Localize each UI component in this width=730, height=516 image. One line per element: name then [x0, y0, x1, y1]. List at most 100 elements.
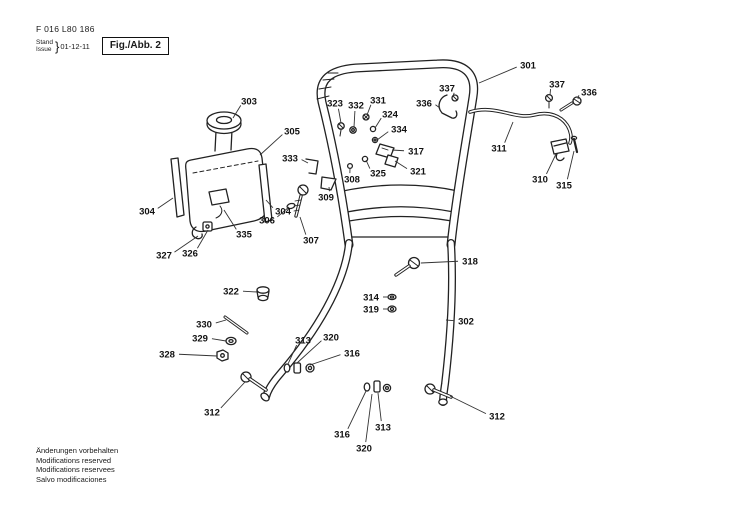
part-number-306: 306 — [259, 216, 275, 227]
leader-line-312 — [220, 381, 246, 409]
leader-line-321 — [394, 160, 408, 169]
leader-line-330 — [215, 319, 227, 324]
part-number-312: 312 — [489, 412, 505, 423]
leader-line-305 — [259, 134, 283, 156]
part-number-326: 326 — [182, 249, 198, 260]
part-number-325: 325 — [370, 169, 387, 180]
fastener-set-right — [363, 380, 392, 393]
leader-line-336 — [577, 95, 580, 100]
part-number-336: 336 — [581, 88, 597, 99]
leader-line-310 — [546, 153, 557, 175]
grip-ribs — [316, 72, 339, 100]
leader-line-303 — [232, 105, 242, 119]
lower-handle-tubes — [260, 239, 457, 406]
upper-handle-loop — [316, 59, 479, 250]
note-de: Änderungen vorbehalten — [36, 446, 119, 455]
rod-bushing-nut — [216, 315, 249, 362]
part-number-304: 304 — [139, 207, 156, 218]
part-number-317: 317 — [408, 147, 424, 158]
part-number-322: 322 — [223, 287, 239, 298]
panel-screw — [394, 256, 421, 277]
handle-console-panel — [342, 184, 459, 238]
part-number-320: 320 — [356, 444, 372, 455]
leader-line-325 — [365, 159, 371, 169]
leader-line-337 — [549, 89, 552, 96]
part-number-337: 337 — [439, 84, 455, 95]
leader-line-304 — [265, 199, 274, 209]
leader-line-333 — [301, 159, 309, 164]
leader-line-311 — [504, 121, 514, 143]
mount-bolt-left — [240, 371, 268, 392]
leader-line-313 — [377, 392, 382, 422]
cable-clip — [550, 135, 579, 162]
leader-line-334 — [376, 131, 389, 141]
part-number-334: 334 — [391, 125, 408, 136]
tank-group — [170, 111, 273, 240]
part-number-328: 328 — [159, 350, 175, 361]
leader-line-328 — [178, 353, 218, 357]
stand-issue-labels: Stand Issue — [36, 39, 53, 54]
part-number-337: 337 — [549, 80, 565, 91]
part-number-305: 305 — [284, 127, 301, 138]
part-number-316: 316 — [334, 430, 350, 441]
part-number-309: 309 — [318, 193, 334, 204]
part-number-320: 320 — [323, 333, 339, 344]
leader-line-306 — [277, 206, 290, 218]
issue-row: Stand Issue } 01-12-11 Fig./Abb. 2 — [36, 37, 169, 55]
note-es: Salvo modificaciones — [36, 474, 107, 484]
figure-label: Fig./Abb. 2 — [101, 37, 169, 55]
part-number-329: 329 — [192, 334, 208, 345]
part-number-310: 310 — [532, 175, 548, 186]
part-number-336: 336 — [416, 99, 432, 110]
part-number-335: 335 — [236, 230, 253, 241]
leader-line-301 — [478, 66, 517, 84]
part-number-333: 333 — [282, 154, 298, 165]
part-number-327: 327 — [156, 251, 172, 262]
part-number-319: 319 — [363, 305, 379, 316]
leader-line-302 — [445, 319, 455, 322]
leader-line-307 — [299, 216, 307, 235]
leader-line-335 — [223, 209, 237, 230]
handle-clip — [438, 94, 459, 119]
issue-label: Issue — [36, 46, 52, 53]
title-block: F 016 L80 186 Stand Issue } 01-12-11 Fig… — [36, 24, 169, 55]
hardware-cluster — [305, 113, 399, 191]
leader-line-323 — [338, 108, 342, 124]
mount-bolt-right — [424, 383, 453, 399]
part-number-323: 323 — [327, 99, 343, 110]
part-number-314: 314 — [363, 293, 380, 304]
note-en: Modifications reserved — [36, 455, 112, 465]
part-number-301: 301 — [520, 61, 537, 72]
leader-line-329 — [211, 338, 227, 342]
leader-line-312 — [449, 395, 487, 415]
control-cable — [468, 107, 573, 145]
part-number-311: 311 — [491, 144, 507, 155]
leader-line-326 — [197, 229, 209, 249]
leader-line-315 — [566, 150, 575, 180]
part-number-303: 303 — [241, 97, 257, 108]
leader-line-316 — [347, 390, 367, 429]
part-number-313: 313 — [295, 336, 311, 347]
part-number-331: 331 — [370, 96, 387, 107]
leader-line-331 — [366, 104, 372, 116]
note-fr: Modifications reservees — [36, 465, 115, 474]
leader-line-336 — [435, 104, 441, 109]
leader-line-322 — [242, 290, 258, 293]
leader-line-304 — [157, 197, 174, 209]
washer-nut-pair — [387, 293, 397, 313]
part-number-315: 315 — [556, 181, 573, 192]
leader-line-327 — [174, 235, 199, 253]
part-number-308: 308 — [344, 175, 360, 186]
part-number-324: 324 — [382, 110, 399, 121]
grommet — [256, 286, 270, 302]
tank-bolt — [286, 184, 309, 218]
leader-line-324 — [374, 117, 382, 129]
brace-glyph: } — [55, 38, 60, 54]
issue-date: 01-12-11 — [60, 41, 90, 51]
part-number-312: 312 — [204, 408, 220, 419]
leader-line-313 — [287, 344, 298, 365]
leader-line-332 — [353, 110, 356, 128]
part-number-318: 318 — [462, 257, 478, 268]
